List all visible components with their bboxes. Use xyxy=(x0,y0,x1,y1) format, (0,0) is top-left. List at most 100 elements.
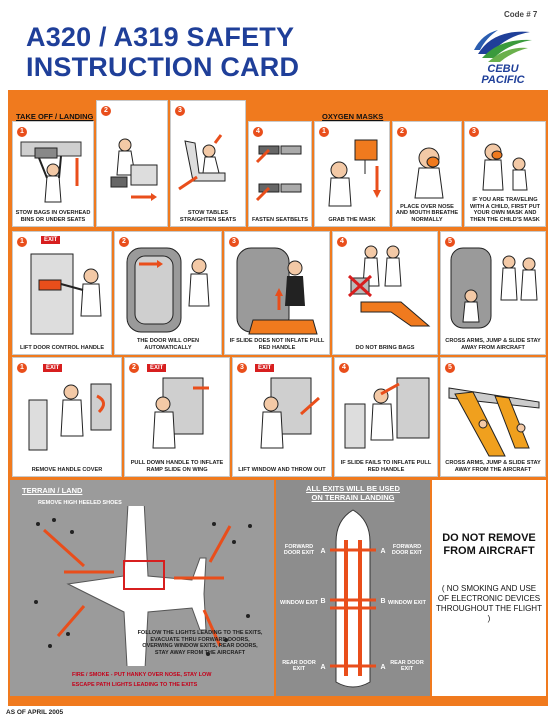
step-number: 2 xyxy=(119,237,129,247)
exit-letter-a: A xyxy=(380,664,386,671)
step-number: 3 xyxy=(229,237,239,247)
jump-slide-figure xyxy=(450,247,538,329)
logo-wordmark: CEBU PACIFIC xyxy=(468,64,538,86)
exit-letter-a: A xyxy=(320,548,326,555)
window-exit-right-label: WINDOW EXIT xyxy=(388,600,426,606)
notice-line-2: FROM AIRCRAFT xyxy=(443,545,535,557)
step-caption: CROSS ARMS, JUMP & SLIDE STAY AWAY FROM … xyxy=(445,338,541,351)
step-number: 5 xyxy=(445,237,455,247)
door-panel-3: 3 IF SLIDE DOES NOT INFLATE PULL RED HAN… xyxy=(224,231,330,355)
step-caption: PULL DOWN HANDLE TO INFLATE RAMP SLIDE O… xyxy=(130,460,224,473)
exit-letter-a: A xyxy=(320,664,326,671)
exit-sign: EXIT xyxy=(147,364,167,372)
title-line-2: INSTRUCTION CARD xyxy=(26,52,300,82)
step-number: 4 xyxy=(337,237,347,247)
oxygen-section-title: OXYGEN MASKS xyxy=(322,112,384,121)
oxygen-panel-3: 3 IF YOU ARE TRAVELING WITH A CHILD, FIR… xyxy=(464,121,546,227)
step-number: 1 xyxy=(17,237,27,247)
takeoff-panel-3: 3 STOW TABLES STRAIGHTEN SEATS xyxy=(170,100,246,227)
terrain-land-section: TERRAIN / LAND REMOVE HIGH HEELED SHOES … xyxy=(10,480,274,696)
window-panel-2: 2 EXIT PULL DOWN HANDLE TO INFLATE RAMP … xyxy=(124,357,230,477)
under-seat-figure xyxy=(110,138,158,201)
forward-exit-right-label: FORWARD DOOR EXIT xyxy=(391,544,423,556)
exit-sign: EXIT xyxy=(41,236,61,244)
window-panel-5: 5 CROSS ARMS, JUMP & SLIDE STAY AWAY FRO… xyxy=(440,357,546,477)
remove-cover-figure xyxy=(28,383,112,451)
oxygen-panel-2: 2 PLACE OVER NOSE AND MOUTH BREATHE NORM… xyxy=(392,121,462,227)
exits-title-line-2: ON TERRAIN LANDING xyxy=(311,493,395,502)
lift-handle-figure xyxy=(30,253,102,335)
exit-letter-a: A xyxy=(380,548,386,555)
window-exit-left-label: WINDOW EXIT xyxy=(280,600,318,606)
step-number: 3 xyxy=(175,106,185,116)
step-caption: LIFT WINDOW AND THROW OUT xyxy=(238,466,326,473)
cebu-pacific-logo: CEBU PACIFIC xyxy=(468,24,538,88)
step-caption: IF SLIDE DOES NOT INFLATE PULL RED HANDL… xyxy=(229,338,325,351)
terrain-title: TERRAIN / LAND xyxy=(22,486,83,495)
follow-lights-note: FOLLOW THE LIGHTS LEADING TO THE EXITS, … xyxy=(137,630,263,656)
takeoff-panel-1: 1 STOW BAGS IN OVERHEAD BINS OR UNDER SE… xyxy=(12,121,94,227)
seatbelt-figure xyxy=(255,145,302,202)
step-caption: DO NOT BRING BAGS xyxy=(355,344,415,351)
pull-red-handle-figure xyxy=(236,247,318,335)
swirl-logo-icon xyxy=(474,30,532,62)
door-panel-5: 5 CROSS ARMS, JUMP & SLIDE STAY AWAY FRO… xyxy=(440,231,546,355)
exit-sign: EXIT xyxy=(255,364,275,372)
door-panel-2: 2 THE DOOR WILL OPEN AUTOMATICALLY xyxy=(114,231,222,355)
step-caption: GRAB THE MASK xyxy=(328,216,376,223)
step-number: 4 xyxy=(253,127,263,137)
step-caption: STOW BAGS IN OVERHEAD BINS OR UNDER SEAT… xyxy=(15,210,91,223)
remove-shoes-note: REMOVE HIGH HEELED SHOES xyxy=(38,500,122,506)
step-caption: CROSS ARMS, JUMP & SLIDE STAY AWAY FROM … xyxy=(445,460,541,473)
window-panel-4: 4 IF SLIDE FAILS TO INFLATE PULL RED HAN… xyxy=(334,357,438,477)
step-number: 4 xyxy=(339,363,349,373)
step-number: 3 xyxy=(237,363,247,373)
step-caption: THE DOOR WILL OPEN AUTOMATICALLY xyxy=(136,338,200,351)
throw-window-figure xyxy=(260,377,320,449)
door-panel-4: 4 DO NOT BRING BAGS xyxy=(332,231,438,355)
step-number: 1 xyxy=(17,363,27,373)
slide-fails-figure xyxy=(344,377,430,449)
no-smoking-notice: ( NO SMOKING AND USE OF ELECTRONIC DEVIC… xyxy=(436,584,542,623)
step-number: 1 xyxy=(319,127,329,137)
step-number: 1 xyxy=(17,127,27,137)
card-title: A320 / A319 SAFETY INSTRUCTION CARD xyxy=(26,22,299,82)
step-caption: PLACE OVER NOSE AND MOUTH BREATHE NORMAL… xyxy=(395,203,459,223)
cabin-floorplan-figure xyxy=(330,509,376,688)
door-opens-figure xyxy=(126,247,210,333)
grab-mask-figure xyxy=(328,139,381,207)
door-panel-1: 1 EXIT LIFT DOOR CONTROL HANDLE xyxy=(12,231,112,355)
step-number: 2 xyxy=(101,106,111,116)
takeoff-section-title: TAKE OFF / LANDING xyxy=(16,112,94,121)
as-of-date: AS OF APRIL 2005 xyxy=(6,709,64,716)
logo-word-cebu: CEBU xyxy=(487,63,519,75)
step-caption: IF YOU ARE TRAVELING WITH A CHILD, FIRST… xyxy=(469,197,541,223)
rear-exit-right-label: REAR DOOR EXIT xyxy=(390,660,424,672)
exit-sign: EXIT xyxy=(43,364,63,372)
child-mask-figure xyxy=(482,143,528,191)
step-number: 2 xyxy=(129,363,139,373)
fire-smoke-note: FIRE / SMOKE - PUT HANKY OVER NOSE, STAY… xyxy=(72,672,212,678)
window-panel-1: 1 EXIT REMOVE HANDLE COVER xyxy=(12,357,122,477)
step-caption: IF SLIDE FAILS TO INFLATE PULL RED HANDL… xyxy=(340,460,432,473)
wing-slide-figure xyxy=(448,387,540,457)
step-number: 2 xyxy=(397,127,407,137)
logo-word-pacific: PACIFIC xyxy=(481,74,525,86)
title-line-1: A320 / A319 SAFETY xyxy=(26,22,295,52)
takeoff-panel-2: 2 xyxy=(96,100,168,227)
rear-exit-left-label: REAR DOOR EXIT xyxy=(282,660,316,672)
do-not-remove-notice: DO NOT REMOVE FROM AIRCRAFT xyxy=(432,532,546,558)
notice-section: DO NOT REMOVE FROM AIRCRAFT ( NO SMOKING… xyxy=(432,480,546,696)
exit-letter-b: B xyxy=(320,598,326,605)
step-caption: FASTEN SEATBELTS xyxy=(251,216,309,223)
oxygen-panel-1: 1 GRAB THE MASK xyxy=(314,121,390,227)
notice-line-1: DO NOT REMOVE xyxy=(442,532,536,544)
all-exits-section: ALL EXITS WILL BE USED ON TERRAIN LANDIN… xyxy=(276,480,430,696)
window-panel-3: 3 EXIT LIFT WINDOW AND THROW OUT xyxy=(232,357,332,477)
step-caption: STOW TABLES STRAIGHTEN SEATS xyxy=(179,210,237,223)
card-header: Code # 7 A320 / A319 SAFETY INSTRUCTION … xyxy=(0,0,556,90)
escape-path-note: ESCAPE PATH LIGHTS LEADING TO THE EXITS xyxy=(72,682,198,688)
step-caption: LIFT DOOR CONTROL HANDLE xyxy=(19,344,105,351)
airplane-topview-figure xyxy=(34,506,252,666)
